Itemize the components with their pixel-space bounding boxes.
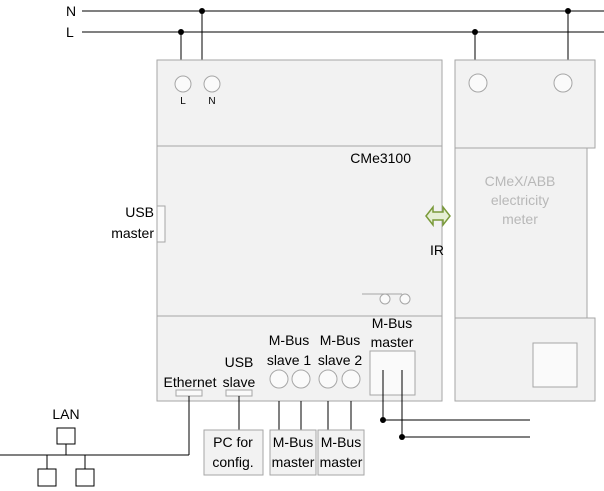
device-name: CMe3100 <box>350 150 411 166</box>
usb-master-label-1: USB <box>125 204 154 220</box>
status-led <box>399 293 411 305</box>
mbus-slave-2-label-2: slave 2 <box>318 352 363 368</box>
status-button <box>379 293 391 305</box>
lan-node <box>56 427 76 445</box>
master-2-label-2: master <box>320 454 363 470</box>
mains-wiring <box>82 10 604 60</box>
mbus-master-box-1 <box>269 429 317 476</box>
usb-slave-port <box>225 389 253 397</box>
meter-name-3: meter <box>502 211 538 227</box>
lan-node <box>75 468 95 487</box>
mbus-master-label-1: M-Bus <box>372 315 412 331</box>
junction-dot <box>199 8 205 14</box>
ir-label: IR <box>430 242 444 258</box>
pc-label-2: config. <box>212 454 253 470</box>
junction-dots <box>178 8 571 35</box>
ir-arrow-icon <box>425 204 451 228</box>
terminal-l <box>174 75 192 93</box>
cme-middle-section <box>156 145 443 317</box>
mbus-slave-1-terminal <box>269 369 289 389</box>
junction-dot <box>399 434 405 440</box>
mbus-master-wiring <box>382 370 530 438</box>
junction-dot <box>178 29 184 35</box>
pc-config-box <box>203 429 264 476</box>
neutral-label: N <box>66 3 76 19</box>
mbus-slave-2-terminal <box>318 369 338 389</box>
meter-terminal <box>468 73 488 93</box>
meter-name-2: electricity <box>491 192 549 208</box>
usb-slave-label-1: USB <box>225 354 254 370</box>
mbus-master-box-2 <box>317 429 365 476</box>
usb-master-port <box>156 205 166 243</box>
mbus-slave-wiring <box>238 396 352 430</box>
mbus-slave-2-terminal <box>341 369 361 389</box>
lan-network <box>0 396 190 487</box>
mbus-master-terminal <box>369 350 416 396</box>
cme3100-device <box>156 59 443 402</box>
junction-dot <box>472 29 478 35</box>
usb-slave-label-2: slave <box>223 374 256 390</box>
junction-dot <box>565 8 571 14</box>
ethernet-label: Ethernet <box>164 374 217 390</box>
terminal-n <box>203 75 221 93</box>
terminal-l-label: L <box>180 96 186 107</box>
meter-terminal <box>553 73 573 93</box>
external-devices <box>203 429 365 476</box>
meter-top-section <box>454 59 596 149</box>
master-1-label-1: M-Bus <box>273 434 313 450</box>
mbus-slave-1-label-2: slave 1 <box>267 352 312 368</box>
lan-node <box>37 468 57 487</box>
terminal-n-label: N <box>208 96 215 107</box>
junction-dot <box>380 417 386 423</box>
lan-label: LAN <box>52 406 79 422</box>
meter-display <box>532 342 578 388</box>
cme-top-section <box>156 59 443 147</box>
meter-name-1: CMeX/ABB <box>485 173 556 189</box>
master-2-label-1: M-Bus <box>321 434 361 450</box>
live-label: L <box>66 24 74 40</box>
master-1-label-2: master <box>272 454 315 470</box>
mbus-slave-1-terminal <box>291 369 311 389</box>
mbus-slave-2-label-1: M-Bus <box>320 332 360 348</box>
mbus-slave-1-label-1: M-Bus <box>269 332 309 348</box>
electricity-meter <box>454 59 596 402</box>
pc-label-1: PC for <box>213 434 253 450</box>
ethernet-port <box>175 389 203 397</box>
mbus-master-label-2: master <box>371 334 414 350</box>
usb-master-label-2: master <box>111 225 154 241</box>
